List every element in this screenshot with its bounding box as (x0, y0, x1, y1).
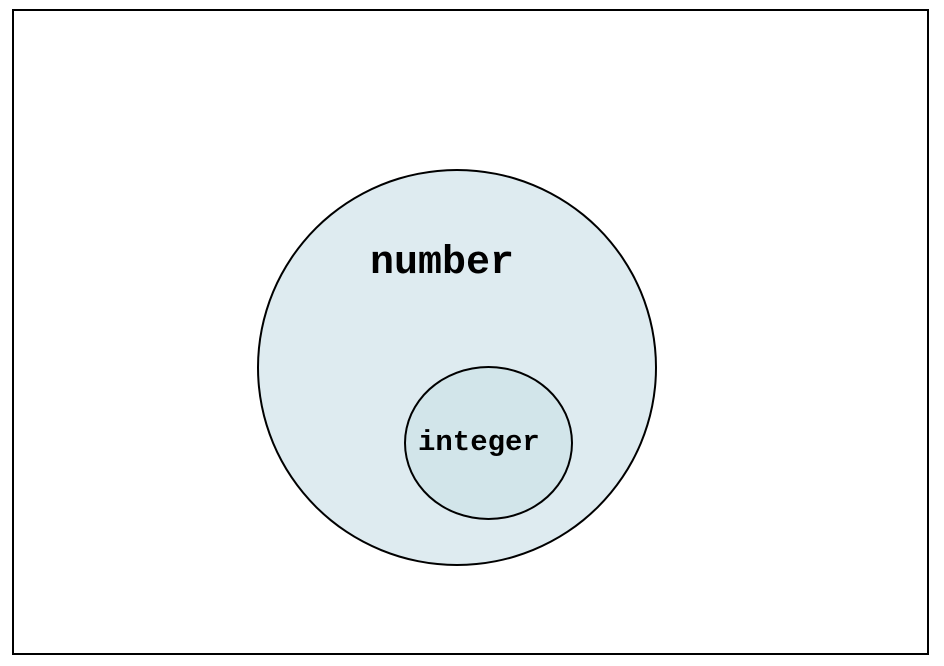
number-set-label: number (370, 241, 515, 286)
integer-set-label: integer (418, 426, 540, 459)
diagram-frame (12, 9, 929, 655)
integer-set-circle (404, 366, 573, 520)
